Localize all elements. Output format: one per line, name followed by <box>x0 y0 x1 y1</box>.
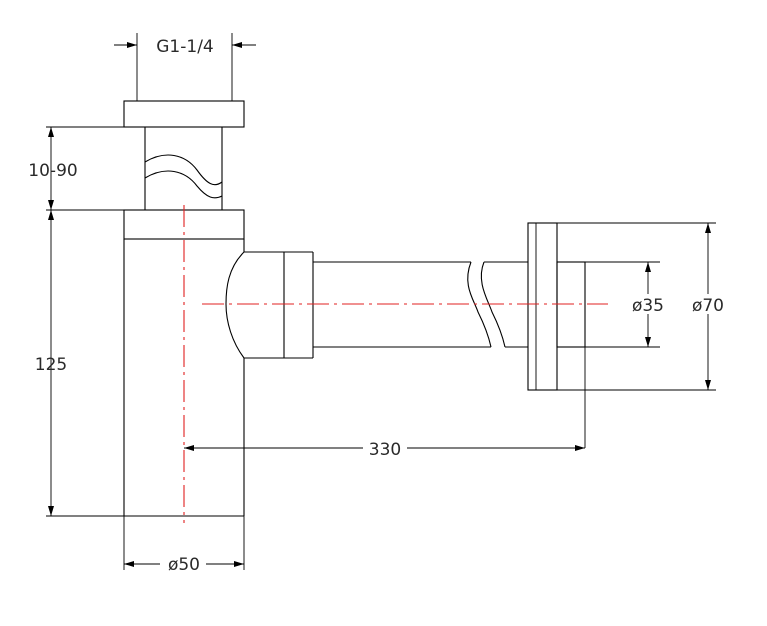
outlet-pipe <box>313 261 528 348</box>
trap-body <box>123 209 245 517</box>
flange-plate <box>527 222 558 391</box>
dim-body-height: 125 <box>35 210 124 517</box>
centerlines <box>183 205 608 523</box>
outlet-fitting <box>225 251 314 359</box>
dim-pipe-diameter: ø35 <box>585 261 673 348</box>
dim-flange-diameter: ø70 <box>557 222 733 391</box>
tailpipe-break <box>144 154 223 199</box>
thread-connector <box>123 100 245 210</box>
flange-diameter-label: ø70 <box>692 296 724 316</box>
reach-label: 330 <box>369 440 401 460</box>
wall-flange <box>527 222 586 448</box>
body-height-label: 125 <box>35 355 67 375</box>
dim-reach: 330 <box>184 438 585 460</box>
height-adjust-label: 10-90 <box>28 161 77 181</box>
dim-body-diameter: ø50 <box>123 516 245 575</box>
thread-nut <box>123 100 245 128</box>
dim-thread: G1-1/4 <box>114 33 256 101</box>
thread-label: G1-1/4 <box>156 37 213 57</box>
pipe-diameter-label: ø35 <box>632 296 664 316</box>
dim-height-adjust: 10-90 <box>28 126 124 211</box>
body-diameter-label: ø50 <box>168 555 200 575</box>
